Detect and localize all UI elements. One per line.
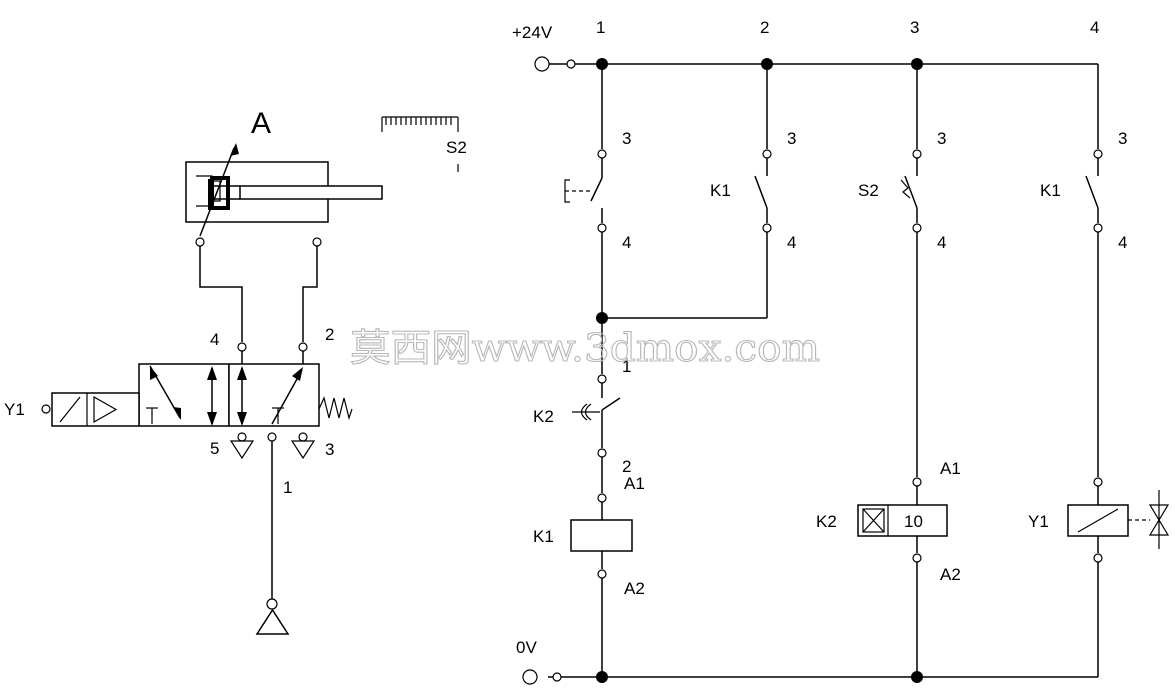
timer-coil-label: K2 xyxy=(816,512,837,531)
air-line-port-4 xyxy=(199,246,243,342)
pneumatic-circuit: A S2 xyxy=(4,107,467,635)
timer-terminal-bottom: 2 xyxy=(622,457,631,476)
timer-coil-k2 xyxy=(857,504,948,537)
rung-2 xyxy=(754,64,772,318)
sensor-label: S2 xyxy=(446,138,467,157)
column-number-1: 1 xyxy=(596,18,605,37)
adjustable-cushion-arrow xyxy=(199,147,235,237)
k2-coil-a1: A1 xyxy=(940,459,961,478)
double-acting-cylinder xyxy=(185,143,383,247)
rung4-contact-label: K1 xyxy=(1040,181,1061,200)
rung1-terminal-bottom: 4 xyxy=(622,233,631,252)
watermark: 莫西网www.3dmox.com xyxy=(350,326,820,370)
air-line-port-2 xyxy=(302,246,318,342)
rung2-terminal-bottom: 4 xyxy=(787,233,796,252)
valve-port-2-label: 2 xyxy=(325,325,334,344)
relay-coil-k1 xyxy=(570,519,633,552)
valve-port-1-label: 1 xyxy=(283,478,292,497)
rung-4 xyxy=(1067,64,1170,677)
supply-zero-label: 0V xyxy=(516,638,537,657)
rung4-terminal-top: 3 xyxy=(1118,129,1127,148)
k2-coil-a2: A2 xyxy=(940,565,961,584)
column-number-4: 4 xyxy=(1090,18,1099,37)
rung1-terminal-top: 3 xyxy=(622,129,631,148)
electrical-circuit: +24V 0V 1 2 3 4 xyxy=(512,18,1170,685)
rung3-terminal-top: 3 xyxy=(937,129,946,148)
rung-3 xyxy=(857,64,948,677)
solenoid-coil-label: Y1 xyxy=(1028,512,1049,531)
valve-port-3-label: 3 xyxy=(325,440,334,459)
relay-coil-label: K1 xyxy=(533,527,554,546)
rung4-terminal-bottom: 4 xyxy=(1118,233,1127,252)
pressure-source xyxy=(255,608,290,635)
column-number-3: 3 xyxy=(910,18,919,37)
timer-contact-label: K2 xyxy=(533,407,554,426)
rung-1 xyxy=(564,64,767,677)
timer-coil-value: 10 xyxy=(904,512,923,531)
five-two-valve xyxy=(41,342,353,460)
rung2-contact-label: K1 xyxy=(710,181,731,200)
k1-coil-a2: A2 xyxy=(624,579,645,598)
timer-terminal-top: 1 xyxy=(622,357,631,376)
rung3-terminal-bottom: 4 xyxy=(937,233,946,252)
valve-port-5-label: 5 xyxy=(210,439,219,458)
rung3-contact-label: S2 xyxy=(858,181,879,200)
rung2-terminal-top: 3 xyxy=(787,129,796,148)
k1-coil-a1: A1 xyxy=(624,474,645,493)
position-sensor-scale xyxy=(381,116,459,172)
valve-port-4-label: 4 xyxy=(210,330,219,349)
solenoid-label: Y1 xyxy=(4,400,25,419)
column-number-2: 2 xyxy=(760,18,769,37)
supply-positive-label: +24V xyxy=(512,23,553,42)
cylinder-label: A xyxy=(251,107,271,140)
